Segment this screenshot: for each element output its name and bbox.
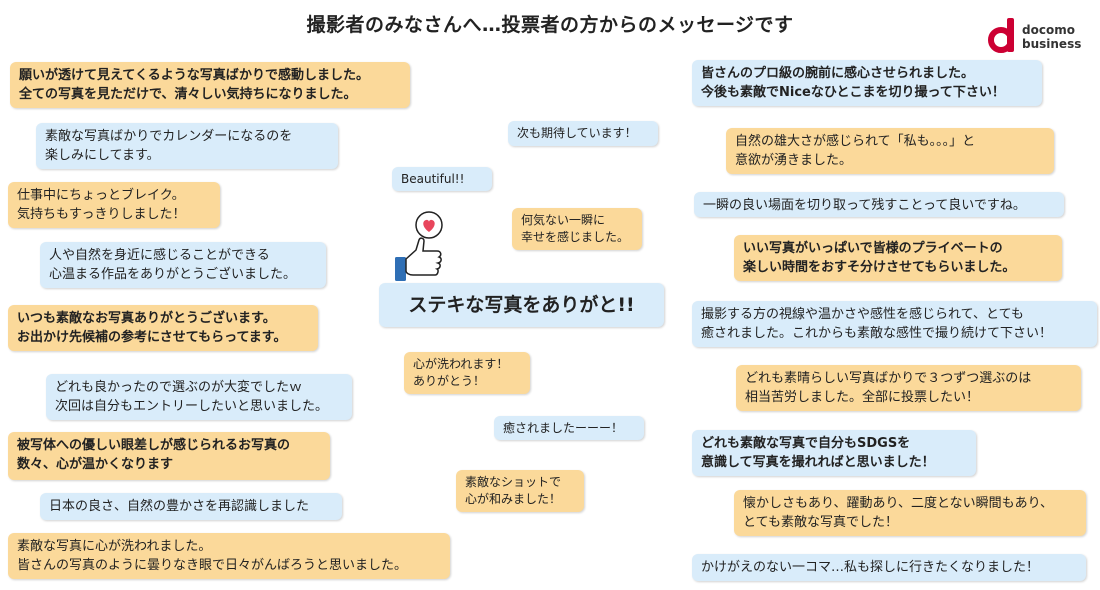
message-bubble: 自然の雄大さが感じられて「私も。。。」と 意欲が湧きました。	[726, 128, 1054, 174]
message-bubble: Beautiful!!	[392, 167, 492, 191]
message-bubble: どれも良かったので選ぶのが大変でしたｗ 次回は自分もエントリーしたいと思いました…	[46, 374, 352, 420]
logo-line1: docomo	[1022, 23, 1075, 37]
docomo-d-icon	[988, 18, 1014, 53]
message-bubble: かけがえのない一コマ…私も探しに行きたくなりました！	[692, 554, 1086, 581]
message-bubble: 人や自然を身近に感じることができる 心温まる作品をありがとうございました。	[40, 242, 326, 288]
thumbs-up-heart-icon	[395, 211, 443, 281]
message-bubble: 癒されましたーーー！	[494, 416, 644, 440]
message-bubble: 仕事中にちょっとブレイク。 気持ちもすっきりしました！	[8, 182, 220, 228]
message-bubble: どれも素敵な写真で自分もSDGSを 意識して写真を撮れればと思いました！	[692, 430, 976, 476]
message-bubble: 次も期待しています！	[508, 121, 658, 146]
message-bubble: 何気ない一瞬に 幸せを感じました。	[512, 208, 642, 250]
message-bubble: いつも素敵なお写真ありがとうございます。 お出かけ先候補の参考にさせてもらってま…	[8, 305, 318, 351]
center-headline: ステキな写真をありがと!!	[379, 283, 664, 327]
message-bubble: どれも素晴らしい写真ばかりで３つずつ選ぶのは 相当苦労しました。全部に投票したい…	[736, 365, 1081, 411]
message-bubble: 撮影する方の視線や温かさや感性を感じられて、とても 癒されました。これからも素敵…	[692, 301, 1097, 347]
message-bubble: 日本の良さ、自然の豊かさを再認識しました	[40, 493, 342, 520]
message-bubble: 被写体への優しい眼差しが感じられるお写真の 数々、心が温かくなります	[8, 432, 330, 480]
docomo-business-logo: docomo business	[988, 18, 1088, 58]
message-bubble: 一瞬の良い場面を切り取って残すことって良いですね。	[694, 192, 1064, 217]
logo-line2: business	[1022, 37, 1082, 51]
message-bubble: 素敵な写真ばかりでカレンダーになるのを 楽しみにしてます。	[36, 123, 338, 169]
message-bubble: 素敵なショットで 心が和みました！	[456, 470, 584, 512]
page-title: 撮影者のみなさんへ…投票者の方からのメッセージです	[306, 14, 794, 36]
message-bubble: 素敵な写真に心が洗われました。 皆さんの写真のように曇りなき眼で日々がんばろうと…	[8, 533, 450, 579]
message-bubble: 心が洗われます！ ありがとう！	[404, 352, 530, 394]
message-bubble: いい写真がいっぱいで皆様のプライベートの 楽しい時間をおすそ分けさせてもらいまし…	[734, 235, 1062, 281]
message-bubble: 懐かしさもあり、躍動あり、二度とない瞬間もあり、 とても素敵な写真でした！	[734, 490, 1086, 536]
message-bubble: 皆さんのプロ級の腕前に感心させられました。 今後も素敵でNiceなひとこまを切り…	[692, 60, 1042, 106]
message-bubble: 願いが透けて見えてくるような写真ばかりで感動しました。 全ての写真を見ただけで、…	[10, 62, 410, 108]
